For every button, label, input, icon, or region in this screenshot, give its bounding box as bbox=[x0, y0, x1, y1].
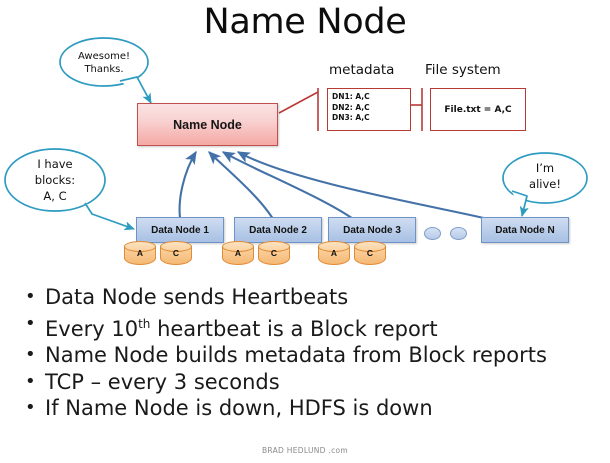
block-cylinder-icon: C bbox=[354, 241, 386, 266]
block-label: A bbox=[330, 248, 338, 258]
callout-blocks-tail bbox=[84, 202, 135, 231]
page-title: Name Node bbox=[203, 2, 407, 42]
metadata-box: DN1: A,C DN2: A,C DN3: A,C bbox=[327, 88, 411, 131]
block-label: A bbox=[234, 248, 242, 258]
cylinder-top bbox=[318, 241, 350, 252]
cylinder-top bbox=[160, 241, 192, 252]
bullet-item-1: Data Node sends Heartbeats bbox=[18, 284, 598, 311]
callout-blocks-line-1: I have bbox=[37, 157, 73, 171]
file-system-heading: File system bbox=[425, 62, 501, 78]
callout-blocks-line-3: A, C bbox=[43, 189, 67, 203]
metadata-heading: metadata bbox=[329, 62, 395, 78]
bullet-list: Data Node sends Heartbeats Every 10th he… bbox=[18, 284, 598, 422]
data-node-n-label: Data Node N bbox=[495, 224, 555, 236]
arrow-namenode-datanode-n bbox=[236, 151, 521, 233]
namenode-metadata-connector bbox=[278, 91, 319, 114]
data-node-1[interactable]: Data Node 1 bbox=[136, 217, 224, 243]
block-label: C bbox=[270, 248, 278, 258]
ellipsis-dot-icon bbox=[450, 227, 467, 240]
file-system-box: File.txt = A,C bbox=[430, 88, 526, 131]
footer-credit: BRAD HEDLUND .com bbox=[261, 446, 349, 455]
metadata-line-dn1: DN1: A,C bbox=[332, 92, 370, 101]
block-cylinder-icon: C bbox=[160, 241, 192, 266]
bullet-item-4: TCP – every 3 seconds bbox=[18, 369, 598, 396]
callout-awesome-text: Awesome! Thanks. bbox=[62, 50, 146, 76]
callout-blocks-text: I have blocks: A, C bbox=[12, 156, 98, 204]
bullet-item-2: Every 10th heartbeat is a Block report bbox=[18, 311, 598, 343]
bullet-text-2-post: heartbeat is a Block report bbox=[150, 316, 438, 341]
cylinder-top bbox=[222, 241, 254, 252]
callout-alive-line-2: alive! bbox=[529, 177, 561, 191]
block-cylinder-icon: A bbox=[124, 241, 156, 266]
data-node-2[interactable]: Data Node 2 bbox=[234, 217, 322, 243]
data-node-3[interactable]: Data Node 3 bbox=[328, 217, 416, 243]
data-node-3-label: Data Node 3 bbox=[343, 224, 401, 236]
callout-awesome-line-1: Awesome! bbox=[78, 51, 130, 62]
bullet-text-4: TCP – every 3 seconds bbox=[45, 369, 280, 394]
ellipsis-dot-icon bbox=[424, 227, 441, 240]
callout-alive-line-1: I’m bbox=[535, 161, 555, 175]
bullet-text-5: If Name Node is down, HDFS is down bbox=[45, 396, 433, 420]
bullet-text-3: Name Node builds metadata from Block rep… bbox=[45, 343, 547, 367]
block-cylinder-icon: C bbox=[258, 241, 290, 266]
bullet-item-5: If Name Node is down, HDFS is down bbox=[18, 395, 598, 422]
arrow-namenode-datanode-1 bbox=[177, 150, 197, 237]
block-label: C bbox=[366, 248, 374, 258]
callout-alive-text: I’m alive! bbox=[508, 160, 582, 192]
block-cylinder-icon: A bbox=[222, 241, 254, 266]
metadata-line-dn3: DN3: A,C bbox=[332, 113, 370, 122]
callout-awesome-bubble bbox=[59, 37, 149, 87]
arrow-namenode-datanode-3 bbox=[221, 151, 373, 236]
metadata-line-dn2: DN2: A,C bbox=[332, 102, 370, 112]
callout-alive-bubble bbox=[502, 152, 588, 204]
callout-awesome-line-2: Thanks. bbox=[84, 64, 124, 75]
callout-blocks-line-2: blocks: bbox=[34, 173, 76, 187]
cylinder-top bbox=[124, 241, 156, 252]
block-label: C bbox=[172, 248, 180, 258]
block-cylinder-icon: A bbox=[318, 241, 350, 266]
name-node-box[interactable]: Name Node bbox=[137, 103, 278, 146]
cylinder-top bbox=[258, 241, 290, 252]
name-node-label: Name Node bbox=[173, 117, 242, 132]
bullet-text-2-pre: Every 10 bbox=[45, 316, 139, 341]
cylinder-top bbox=[354, 241, 386, 252]
data-node-2-label: Data Node 2 bbox=[249, 224, 307, 236]
data-node-1-label: Data Node 1 bbox=[151, 224, 209, 236]
bullet-text-2-sup: th bbox=[138, 316, 151, 331]
callout-alive-tail bbox=[511, 190, 529, 217]
callout-awesome-tail bbox=[119, 76, 152, 104]
data-node-n[interactable]: Data Node N bbox=[481, 217, 569, 243]
block-label: A bbox=[136, 248, 144, 258]
callout-blocks-bubble bbox=[4, 148, 106, 212]
bullet-item-3: Name Node builds metadata from Block rep… bbox=[18, 342, 598, 369]
bullet-text-1: Data Node sends Heartbeats bbox=[45, 285, 349, 309]
file-system-entry: File.txt = A,C bbox=[444, 104, 512, 115]
